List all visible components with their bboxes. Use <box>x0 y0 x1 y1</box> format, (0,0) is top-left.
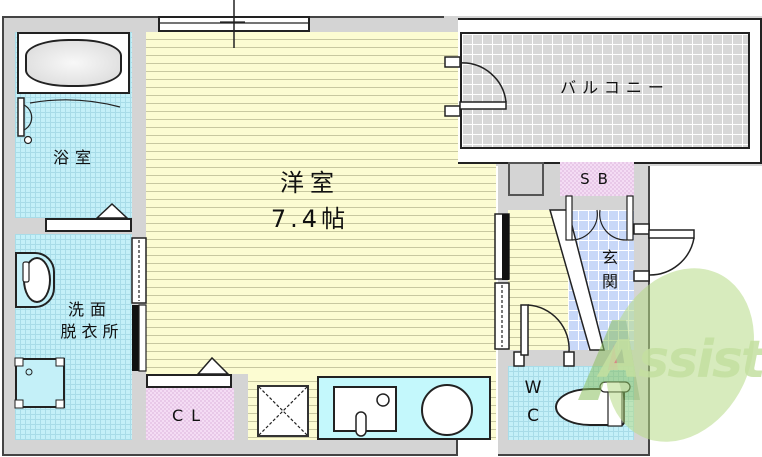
closet-door <box>146 374 232 388</box>
bathroom-door-panel <box>45 218 132 232</box>
storage-cell-1 <box>508 162 544 196</box>
western-room-label: 洋室 <box>280 169 340 197</box>
bathroom-label: 浴室 <box>52 148 97 167</box>
entrance-label-line1: 玄 <box>601 248 618 267</box>
kitchen-counter <box>317 376 491 440</box>
watermark-text: Assist <box>600 330 762 390</box>
stove-burner <box>421 384 473 436</box>
balcony-floor <box>460 32 750 149</box>
bathtub <box>17 32 130 94</box>
shoe-box <box>560 162 634 196</box>
balcony-label: バルコニー <box>560 78 670 97</box>
entrance-label-line2: 関 <box>601 272 618 291</box>
closet-label: CL <box>171 406 209 425</box>
toilet-label-line1: W <box>524 378 542 398</box>
entrance-floor <box>568 210 634 350</box>
closet-floor <box>146 388 234 440</box>
western-room-floor <box>146 32 496 374</box>
washroom-label-line1: 洗面 <box>67 300 112 319</box>
refrigerator-space <box>257 385 309 437</box>
western-room-size: 7.4帖 <box>270 205 350 233</box>
shoe-box-label: SB <box>580 170 616 188</box>
bathtub-basin <box>25 39 122 87</box>
washroom-label-line2: 脱衣所 <box>60 322 124 341</box>
toilet-label-line2: C <box>527 406 539 426</box>
